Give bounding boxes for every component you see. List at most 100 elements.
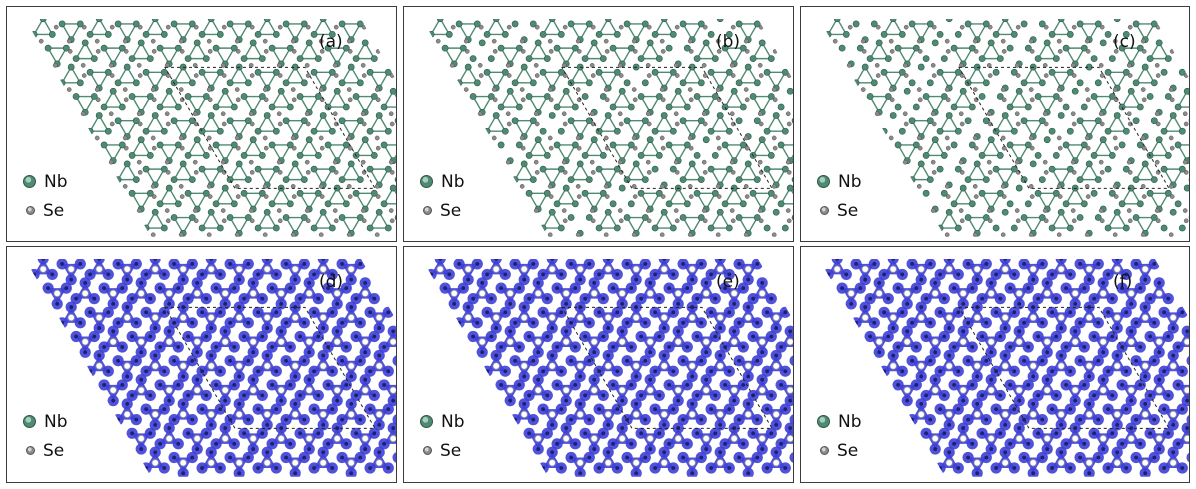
se-atom xyxy=(1099,338,1107,346)
nb-atom xyxy=(1085,160,1093,168)
se-atom xyxy=(1126,111,1132,117)
se-atom xyxy=(1056,232,1062,237)
nb-cluster-bond xyxy=(256,19,278,36)
se-atom xyxy=(945,410,953,418)
nb-atom xyxy=(945,208,953,216)
nb-cluster-bond xyxy=(1106,210,1128,229)
se-atom xyxy=(491,87,497,92)
se-atom xyxy=(590,24,596,30)
se-atom xyxy=(1113,145,1119,151)
nb-atom xyxy=(914,286,919,291)
nb-atom xyxy=(1141,160,1149,168)
se-atom xyxy=(81,338,89,346)
se-atom xyxy=(687,135,693,141)
nb-cluster-bond xyxy=(172,162,194,181)
se-atom xyxy=(1071,386,1079,394)
nb-atom xyxy=(221,184,229,192)
nb-atom xyxy=(363,377,368,382)
nb-atom xyxy=(699,358,704,363)
nb-atom xyxy=(81,39,89,47)
nb-atom xyxy=(732,398,737,403)
nb-atom xyxy=(998,334,1003,339)
nb-atom xyxy=(288,286,293,291)
se-atom xyxy=(1056,38,1062,44)
se-atom xyxy=(603,184,609,189)
se-atom xyxy=(123,97,129,103)
nb-atom xyxy=(982,214,990,221)
nb-atom xyxy=(324,44,332,52)
nb-atom xyxy=(541,369,546,374)
nb-atom xyxy=(263,112,271,119)
nb-atom xyxy=(494,353,499,358)
se-atom xyxy=(716,313,724,322)
nb-cluster-bond xyxy=(1022,65,1044,84)
se-atom xyxy=(617,111,623,117)
nb-atom xyxy=(727,466,732,470)
nb-cluster-bond xyxy=(256,114,278,132)
nb-atom xyxy=(755,358,760,363)
se-atom xyxy=(137,73,143,78)
nb-cluster-bond xyxy=(457,23,479,42)
se-atom xyxy=(771,184,777,189)
nb-atom xyxy=(88,369,93,374)
nb-atom xyxy=(931,39,939,47)
nb-atom xyxy=(517,345,522,349)
nb-atom xyxy=(1038,117,1046,125)
nb-atom xyxy=(585,79,593,87)
nb-atom xyxy=(349,277,354,282)
se-atom xyxy=(94,135,100,141)
se-atom xyxy=(276,208,282,213)
nb-atom xyxy=(699,417,704,422)
se-atom xyxy=(1000,135,1006,141)
nb-atom xyxy=(235,160,243,168)
se-atom xyxy=(673,159,679,165)
se-atom xyxy=(137,24,143,30)
nb-atom xyxy=(648,377,653,382)
se-atom xyxy=(1042,63,1048,68)
se-atom xyxy=(674,218,680,224)
se-atom xyxy=(576,362,584,370)
se-atom xyxy=(604,97,610,103)
nb-atom xyxy=(338,214,346,221)
se-atom xyxy=(477,111,483,117)
nb-atom xyxy=(952,383,957,387)
se-atom xyxy=(1001,145,1007,151)
nb-atom xyxy=(942,393,947,398)
nb-atom xyxy=(671,272,676,277)
nb-atom xyxy=(511,20,519,28)
nb-atom xyxy=(128,55,136,63)
nb-atom xyxy=(1076,20,1084,28)
nb-atom xyxy=(335,426,340,430)
nb-atom xyxy=(162,272,167,277)
se-atom xyxy=(165,434,173,443)
se-atom xyxy=(889,362,897,370)
se-atom xyxy=(347,313,355,322)
nb-atom xyxy=(525,93,533,100)
nb-atom-icon xyxy=(23,175,36,188)
nb-atom xyxy=(964,214,972,221)
charge-lobe xyxy=(1055,259,1067,265)
nb-atom xyxy=(779,345,784,349)
se-atom xyxy=(987,218,993,224)
se-atom xyxy=(1112,135,1118,141)
nb-atom xyxy=(1120,286,1125,291)
nb-atom xyxy=(256,272,261,277)
nb-cluster-bond xyxy=(88,71,110,90)
nb-atom xyxy=(917,63,925,71)
nb-atom xyxy=(718,450,723,455)
nb-cluster-bond xyxy=(952,89,974,108)
nb-atom xyxy=(499,383,504,387)
se-atom xyxy=(1127,218,1133,224)
nb-atom-icon xyxy=(817,175,830,188)
nb-atom xyxy=(445,31,453,38)
se-atom xyxy=(1070,63,1076,68)
nb-atom xyxy=(769,334,774,339)
se-atom xyxy=(758,289,766,297)
se-atom xyxy=(930,63,936,68)
nb-cluster-bond xyxy=(228,65,250,84)
nb-atom xyxy=(781,224,789,232)
se-atom xyxy=(1085,265,1093,273)
se-atom xyxy=(687,87,693,92)
nb-atom xyxy=(732,426,737,430)
nb-atom xyxy=(174,44,182,52)
